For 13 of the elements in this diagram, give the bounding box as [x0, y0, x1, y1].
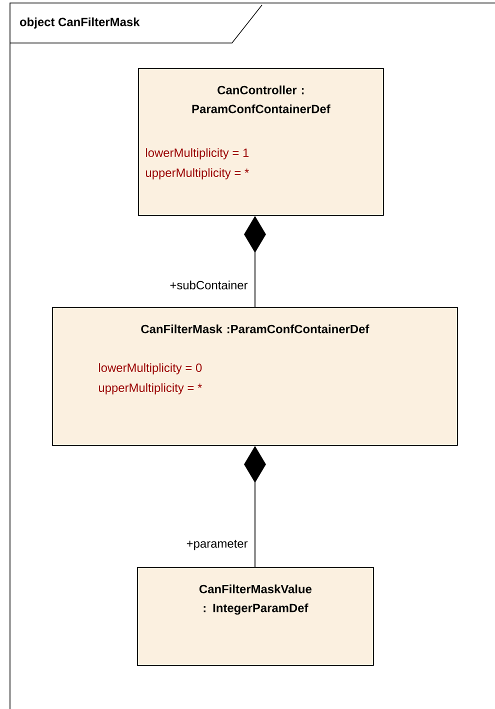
role-label: +subContainer: [170, 280, 248, 290]
attribute-text: lowerMultiplicity = 1: [146, 148, 249, 160]
frame-title: object CanFilterMask: [20, 17, 140, 29]
attribute-text: upperMultiplicity = *: [146, 168, 249, 180]
class-name: CanFilterMaskValue : IntegerParamDef: [199, 584, 312, 615]
class-name: CanFilterMask :ParamConfContainerDef: [141, 324, 370, 334]
class-name: CanController : ParamConfContainerDef: [192, 86, 330, 114]
attribute-text: upperMultiplicity = *: [98, 383, 202, 394]
attribute-text: lowerMultiplicity = 0: [99, 363, 202, 374]
role-label: +parameter: [186, 540, 248, 550]
class-box: [138, 68, 384, 216]
class-box: [52, 307, 458, 446]
class-box: [137, 567, 374, 666]
